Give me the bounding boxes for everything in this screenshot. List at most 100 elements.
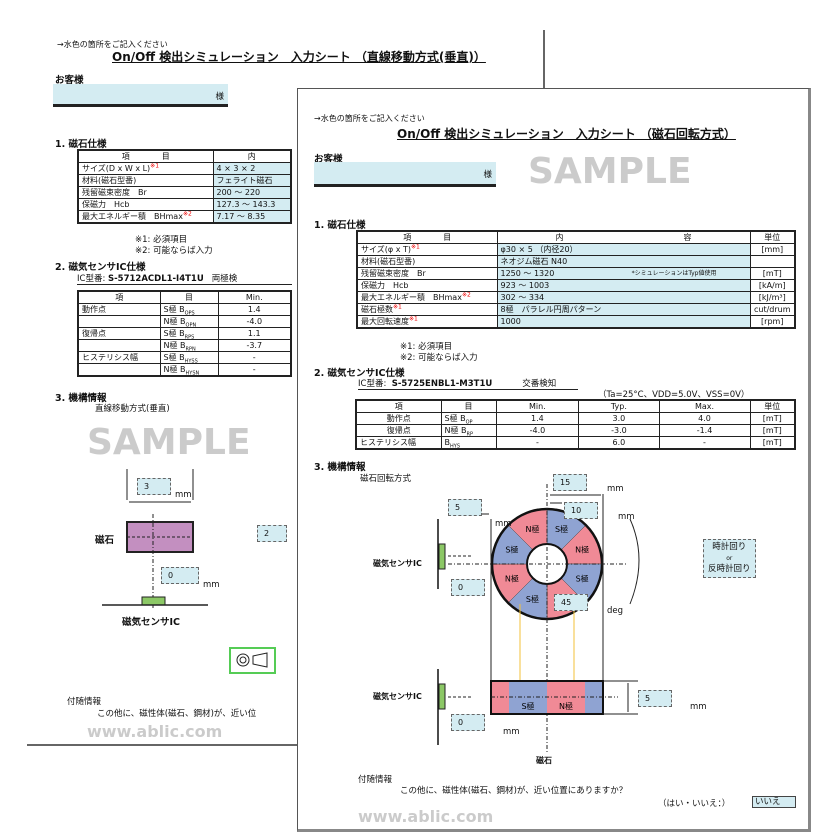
sensor-ic [141,596,166,606]
bhmax-input[interactable]: 302 ～ 334 [496,291,751,304]
ic-model[interactable]: S-5712ACDL1-I4T1U [108,274,204,284]
pole-label: S極 [526,594,539,604]
pole-label: N極 [505,574,519,584]
unit-label: mm [690,702,707,712]
rotation-diagram: S極 N極 S極 S極 N極 S極 N極 S極 N極 [437,484,640,754]
thickness-input[interactable]: 5 [638,690,672,707]
customer-label: お客様 [314,154,343,165]
sensor-label: 磁気センサIC [122,617,181,628]
section-magnet-spec: 1. 磁石仕様 [314,220,366,231]
offset-bottom-input[interactable]: 0 [451,714,485,731]
simulation-note: *シミュレーションはTyp値使用 [631,270,717,277]
sensor-ic-top [438,543,446,570]
unit-label: mm [618,512,635,522]
extra-info-label: 付随情報 [67,697,102,707]
projection-symbol-icon [229,647,276,674]
ic-mode: 両極検 [211,274,238,284]
front-sheet: →水色の箇所をご記入ください On/Off 検出シミュレーション 入力シート （… [297,88,811,832]
sheet-title: On/Off 検出シミュレーション 入力シート （直線移動方式(垂直)） [112,50,486,64]
instruction-note: →水色の箇所をご記入ください [57,40,168,49]
magnet-label: 磁石 [95,535,115,546]
customer-input[interactable]: 様 [53,84,228,107]
note-required: ※1: 必須項目 [400,342,453,352]
extra-info-question: この他に、磁性体(磁石、鋼材)が、近い位 [97,709,257,719]
extra-info-question: この他に、磁性体(磁石、鋼材)が、近い位置にありますか？ [400,786,628,796]
inner-diameter-input[interactable]: 10 [564,502,598,519]
unit-label: mm [495,519,512,529]
ic-model[interactable]: S-5725ENBL1-M3T1U [391,379,493,389]
customer-suffix: 様 [215,92,224,102]
unit-label: deg [607,606,624,616]
bar-pole-label: S極 [521,701,534,711]
section-magnet-spec: 1. 磁石仕様 [55,139,107,150]
section-mechanism: 3. 機構情報 [55,393,107,404]
customer-input[interactable]: 様 [314,162,496,187]
yes-no-label: （はい・いいえ：） [658,799,731,809]
material-input[interactable]: フェライト磁石 [212,174,292,187]
yes-no-select[interactable]: いいえ [752,796,796,808]
size-input[interactable]: φ30 × 5 （内径20） [496,243,751,256]
sheet-title: On/Off 検出シミュレーション 入力シート （磁石回転方式） [397,127,736,141]
sensor-ic-side [438,683,446,710]
section-mechanism: 3. 機構情報 [314,462,366,473]
offset-top-input[interactable]: 0 [451,579,485,596]
note-required: ※1: 必須項目 [135,235,188,245]
distance-input[interactable]: 5 [448,499,482,516]
instruction-note: →水色の箇所をご記入ください [314,114,425,123]
table-row: 材料(磁石型番)ネオジム磁石 N40 [356,255,796,268]
unit-label: mm [203,580,220,590]
hcb-input[interactable]: 923 ～ 1003 [496,279,751,292]
magnet-label: 磁石 [536,756,552,765]
width-input[interactable]: 3 [137,478,171,495]
customer-suffix: 様 [483,170,492,180]
table-row: N極 BHYSN- [77,363,292,377]
gap-input[interactable]: 0 [161,567,199,584]
outer-diameter-input[interactable]: 15 [553,474,587,491]
customer-label: お客様 [55,75,84,86]
pole-label: N極 [525,524,539,534]
test-conditions: （Ta=25°C、VDD=5.0V、VSS=0V） [598,390,750,400]
br-input[interactable]: 1250 ～ 1320*シミュレーションはTyp値使用 [496,267,751,280]
note-optional: ※2: 可能ならば入力 [135,246,213,256]
linear-diagram [102,469,276,674]
rpm-input[interactable]: 1000 [496,315,751,329]
br-input[interactable]: 200 ～ 220 [212,186,292,199]
angle-input[interactable]: 45 [554,594,588,611]
travel-input[interactable]: 2 [257,525,287,542]
bar-pole-label: N極 [559,701,573,711]
section-ic-spec: 2. 磁気センサIC仕様 [55,262,146,273]
pole-label: S極 [555,524,568,534]
bhmax-input[interactable]: 7.17 ～ 8.35 [212,210,292,224]
method-label: 磁石回転方式 [360,474,412,484]
pole-label: N極 [575,544,589,554]
unit-label: mm [175,490,192,500]
extra-info-label: 付随情報 [358,775,393,785]
hcb-input[interactable]: 127.3 ～ 143.3 [212,198,292,211]
sensor-label: 磁気センサIC [373,559,422,568]
method-label: 直線移動方式(垂直) [95,404,170,414]
unit-label: mm [607,484,624,494]
ic-mode: 交番検知 [522,379,557,389]
section-ic-spec: 2. 磁気センサIC仕様 [314,368,405,379]
pole-label: S極 [576,574,589,584]
pole-label: S極 [505,544,518,554]
